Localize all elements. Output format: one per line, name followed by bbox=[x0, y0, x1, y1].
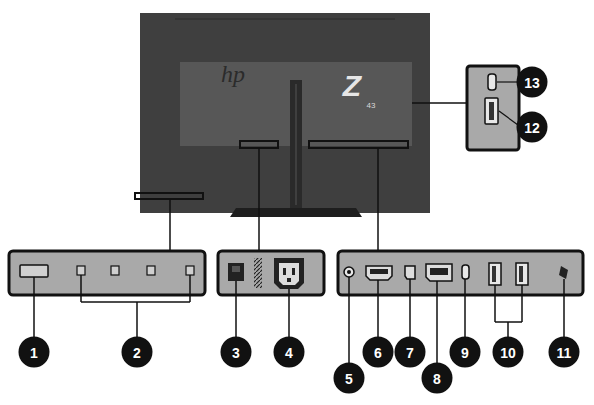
callout-number: 8 bbox=[422, 363, 453, 394]
callout-number: 9 bbox=[450, 337, 481, 368]
callout-number: 11 bbox=[549, 337, 580, 368]
callout-number: 1 bbox=[19, 337, 50, 368]
callout-number: 10 bbox=[493, 337, 524, 368]
callout-number: 2 bbox=[122, 337, 153, 368]
model-logo: Z bbox=[343, 71, 361, 101]
callout-number: 12 bbox=[517, 112, 548, 143]
callout-number: 4 bbox=[274, 337, 305, 368]
callout-number: 7 bbox=[395, 337, 426, 368]
callout-number: 3 bbox=[221, 337, 252, 368]
callout-number: 6 bbox=[363, 337, 394, 368]
brand-logo: hp bbox=[221, 62, 245, 86]
model-number: 43 bbox=[367, 102, 376, 110]
callout-number: 13 bbox=[517, 67, 548, 98]
callout-number: 5 bbox=[334, 363, 365, 394]
